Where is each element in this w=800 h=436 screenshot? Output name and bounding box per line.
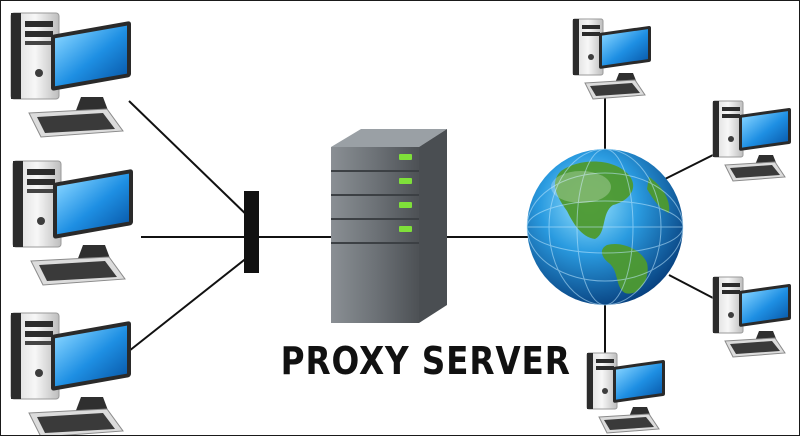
proxy-server <box>331 129 447 323</box>
server-led-icon <box>399 154 412 160</box>
remote-computer-4 <box>586 352 666 434</box>
remote-computer-2 <box>712 100 792 182</box>
server-led-icon <box>399 226 412 232</box>
internet-globe <box>526 148 684 306</box>
remote-computer-3 <box>712 276 792 358</box>
server-led-icon <box>399 178 412 184</box>
link-internet-to-remote-3 <box>668 274 716 300</box>
link-internet-to-remote-2 <box>664 152 718 180</box>
connection-lines <box>128 89 718 353</box>
server-led-icon <box>399 202 412 208</box>
server-status-leds <box>399 154 412 232</box>
diagram-caption: PROXY SERVER <box>280 339 571 383</box>
client-computer-3 <box>10 312 132 435</box>
remote-computer-1 <box>572 18 652 100</box>
network-switch <box>244 191 259 273</box>
client-computer-2 <box>12 160 134 286</box>
link-client-1-to-switch <box>128 100 254 222</box>
link-client-3-to-switch <box>128 252 254 352</box>
client-computer-1 <box>10 12 132 138</box>
